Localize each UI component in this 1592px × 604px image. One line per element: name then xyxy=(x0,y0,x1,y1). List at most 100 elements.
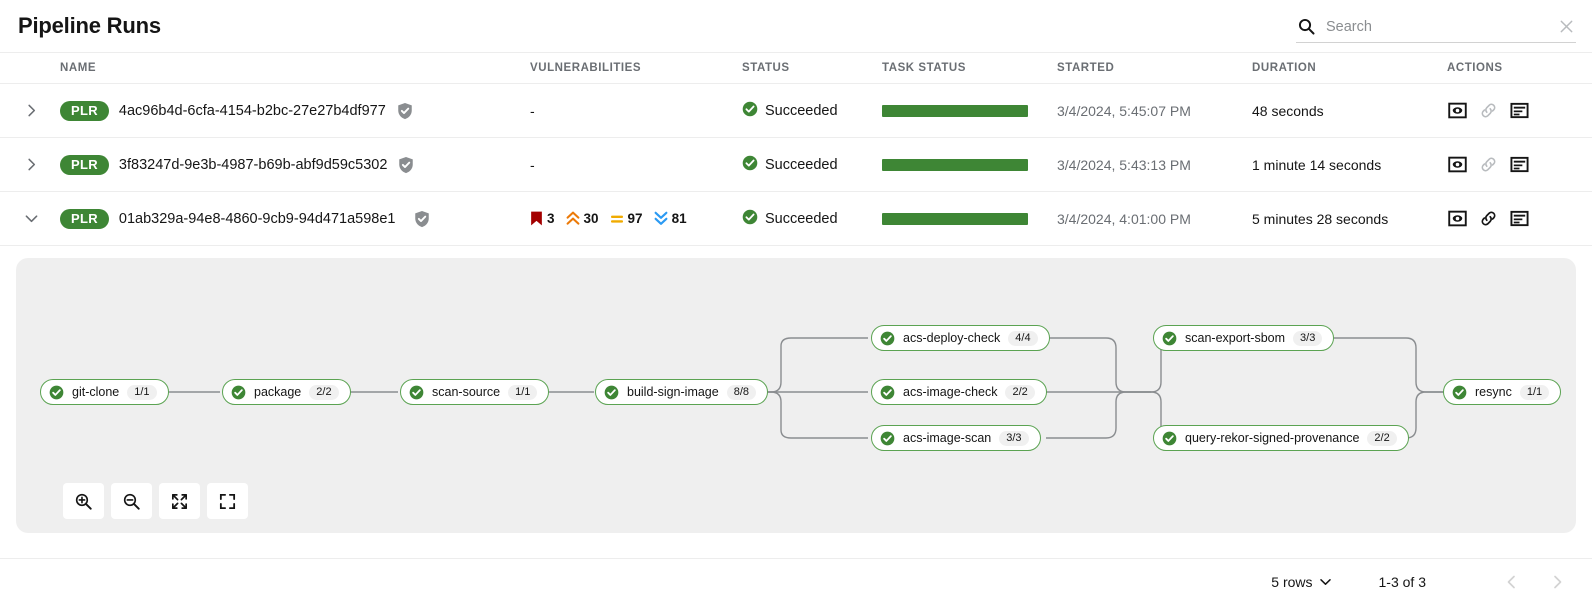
important-severity-icon xyxy=(566,211,579,225)
node-label: acs-deploy-check xyxy=(903,331,1001,345)
node-task-count: 3/3 xyxy=(1293,330,1323,346)
chevron-right-icon[interactable] xyxy=(22,101,40,119)
vulnerability-important: 30 xyxy=(566,211,599,226)
status-label: Succeeded xyxy=(765,210,838,227)
node-label: query-rekor-signed-provenance xyxy=(1185,431,1360,445)
moderate-severity-icon xyxy=(610,215,623,223)
row-expand-cell[interactable] xyxy=(0,191,60,246)
pipeline-graph-panel[interactable]: git-clone 1/1 package 2/2 scan-source 1/… xyxy=(16,258,1576,533)
link-icon[interactable] xyxy=(1478,101,1498,121)
previous-page-button[interactable] xyxy=(1498,569,1524,595)
row-name-cell: PLR 3f83247d-9e3b-4987-b69b-abf9d59c5302 xyxy=(60,137,530,192)
pipeline-run-name[interactable]: 01ab329a-94e8-4860-9cb9-94d471a598e1 xyxy=(118,210,396,227)
status-success-icon xyxy=(742,155,758,174)
signed-shield-icon xyxy=(413,210,431,228)
graph-toolbar xyxy=(63,483,248,519)
reset-view-button[interactable] xyxy=(207,483,248,519)
chevron-down-icon[interactable] xyxy=(22,210,40,228)
duration-text: 1 minute 14 seconds xyxy=(1252,156,1382,173)
search-bar[interactable] xyxy=(1296,11,1576,43)
row-duration-cell: 1 minute 14 seconds xyxy=(1252,137,1447,192)
node-success-icon xyxy=(1162,331,1177,345)
zoom-in-icon xyxy=(75,493,92,510)
header-duration: DURATION xyxy=(1252,52,1447,84)
row-name-cell: PLR 4ac96b4d-6cfa-4154-b2bc-27e27b4df977 xyxy=(60,83,530,138)
pipeline-run-name[interactable]: 3f83247d-9e3b-4987-b69b-abf9d59c5302 xyxy=(118,156,388,173)
vulnerability-critical: 3 xyxy=(530,211,555,226)
resource-kind-badge: PLR xyxy=(60,154,109,175)
view-output-icon[interactable] xyxy=(1447,209,1467,229)
vulnerabilities-empty: - xyxy=(530,156,535,173)
node-success-icon xyxy=(604,385,619,399)
view-output-icon[interactable] xyxy=(1447,155,1467,175)
node-task-count: 2/2 xyxy=(309,384,339,400)
rows-per-page-select[interactable]: 5 rows xyxy=(1271,573,1331,590)
status-label: Succeeded xyxy=(765,156,838,173)
link-icon[interactable] xyxy=(1478,209,1498,229)
zoom-out-icon xyxy=(123,493,140,510)
logs-icon[interactable] xyxy=(1509,101,1529,121)
row-expand-cell[interactable] xyxy=(0,137,60,192)
page-header: Pipeline Runs xyxy=(0,0,1592,52)
row-actions-cell xyxy=(1447,191,1592,246)
link-icon[interactable] xyxy=(1478,155,1498,175)
chevron-down-icon xyxy=(1319,578,1331,585)
next-page-button[interactable] xyxy=(1544,569,1570,595)
graph-node-query-rekor-signed-provenance[interactable]: query-rekor-signed-provenance 2/2 xyxy=(1153,425,1409,451)
graph-node-build-sign-image[interactable]: build-sign-image 8/8 xyxy=(595,379,769,405)
logs-icon[interactable] xyxy=(1509,209,1529,229)
rows-per-page-label: 5 rows xyxy=(1271,573,1313,590)
graph-node-acs-image-scan[interactable]: acs-image-scan 3/3 xyxy=(871,425,1041,451)
table-row: PLR 3f83247d-9e3b-4987-b69b-abf9d59c5302… xyxy=(0,137,1592,192)
node-success-icon xyxy=(409,385,424,399)
vulnerabilities-empty: - xyxy=(530,102,535,119)
moderate-count: 97 xyxy=(627,211,643,226)
graph-node-git-clone[interactable]: git-clone 1/1 xyxy=(40,379,169,405)
node-success-icon xyxy=(880,385,895,399)
row-task-status-cell xyxy=(882,191,1057,246)
row-task-status-cell xyxy=(882,137,1057,192)
chevron-right-icon[interactable] xyxy=(22,155,40,173)
view-output-icon[interactable] xyxy=(1447,101,1467,121)
task-status-bar xyxy=(882,212,1028,225)
row-expand-cell[interactable] xyxy=(0,83,60,138)
row-duration-cell: 48 seconds xyxy=(1252,83,1447,138)
row-vulnerabilities-cell: - xyxy=(530,83,742,138)
fit-to-screen-button[interactable] xyxy=(159,483,200,519)
graph-node-package[interactable]: package 2/2 xyxy=(222,379,351,405)
node-label: scan-export-sbom xyxy=(1185,331,1286,345)
search-icon xyxy=(1296,17,1316,37)
graph-node-resync[interactable]: resync 1/1 xyxy=(1443,379,1562,405)
graph-node-acs-image-check[interactable]: acs-image-check 2/2 xyxy=(871,379,1047,405)
header-name: NAME xyxy=(60,52,530,84)
row-vulnerabilities-cell: 3 30 97 81 xyxy=(530,191,742,246)
row-started-cell: 3/4/2024, 4:01:00 PM xyxy=(1057,191,1252,246)
expand-arrows-icon xyxy=(171,493,188,509)
row-status-cell: Succeeded xyxy=(742,83,882,138)
graph-node-acs-deploy-check[interactable]: acs-deploy-check 4/4 xyxy=(871,325,1050,351)
started-timestamp: 3/4/2024, 5:43:13 PM xyxy=(1057,156,1191,173)
node-task-count: 2/2 xyxy=(1367,430,1397,446)
header-vulnerabilities: VULNERABILITIES xyxy=(530,52,742,84)
logs-icon[interactable] xyxy=(1509,155,1529,175)
chevron-right-icon xyxy=(1553,575,1561,588)
node-label: git-clone xyxy=(72,385,120,399)
graph-node-scan-export-sbom[interactable]: scan-export-sbom 3/3 xyxy=(1153,325,1335,351)
vulnerability-summary: 3 30 97 81 xyxy=(530,211,742,226)
vulnerability-low: 81 xyxy=(654,211,687,226)
clear-search-icon[interactable] xyxy=(1556,17,1576,37)
pipeline-run-name[interactable]: 4ac96b4d-6cfa-4154-b2bc-27e27b4df977 xyxy=(118,102,386,119)
started-timestamp: 3/4/2024, 4:01:00 PM xyxy=(1057,210,1191,227)
zoom-in-button[interactable] xyxy=(63,483,104,519)
task-status-bar xyxy=(882,158,1028,171)
node-task-count: 1/1 xyxy=(508,384,538,400)
node-success-icon xyxy=(49,385,64,399)
node-task-count: 1/1 xyxy=(127,384,157,400)
zoom-out-button[interactable] xyxy=(111,483,152,519)
signed-shield-icon xyxy=(397,156,415,174)
task-status-bar xyxy=(882,104,1028,117)
node-success-icon xyxy=(1452,385,1467,399)
graph-node-scan-source[interactable]: scan-source 1/1 xyxy=(400,379,550,405)
row-duration-cell: 5 minutes 28 seconds xyxy=(1252,191,1447,246)
search-input[interactable] xyxy=(1326,18,1556,35)
